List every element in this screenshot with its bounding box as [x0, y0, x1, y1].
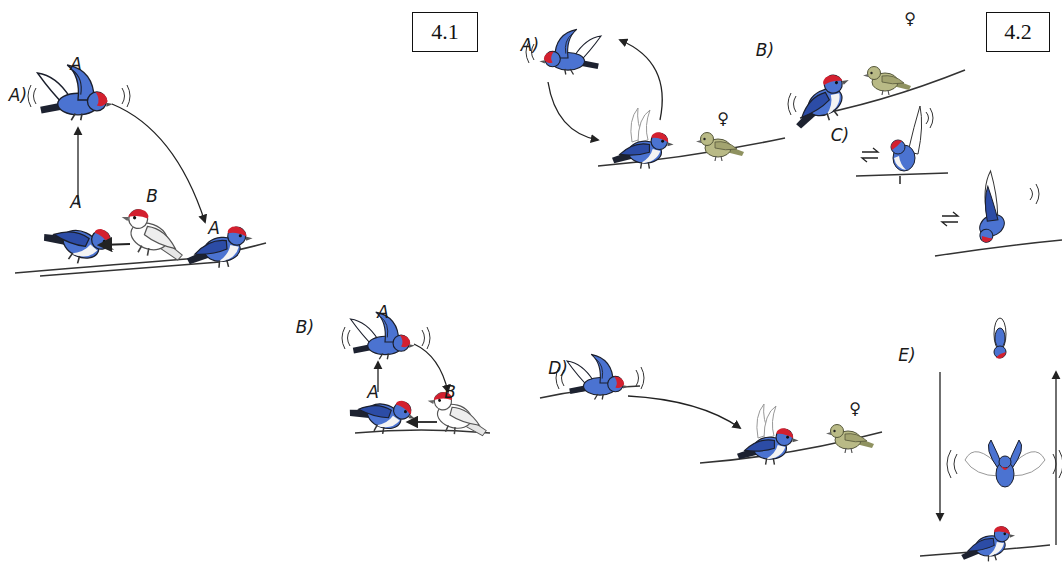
- panel-4-2-e: [920, 318, 1062, 565]
- panel-letter: D): [548, 358, 568, 378]
- panel-letter: B): [756, 40, 774, 60]
- displaying-bird: [954, 171, 1021, 245]
- bird-label: A: [70, 192, 82, 212]
- female-bird: [863, 67, 911, 96]
- figure-number-box: 4.2: [986, 12, 1050, 52]
- figure-number: 4.2: [1004, 19, 1032, 45]
- bird-label: A: [208, 218, 220, 238]
- male-bird: [958, 524, 1018, 565]
- arrow: [548, 82, 598, 140]
- raised-wings: [757, 404, 776, 438]
- panel-4-2-a: [526, 29, 785, 168]
- panel-4-1-a: [15, 65, 266, 276]
- male-bird: [39, 208, 120, 275]
- bird-label: B: [146, 186, 158, 206]
- flying-bird: [567, 354, 629, 399]
- arrow: [620, 40, 662, 120]
- white-bird: [421, 388, 493, 441]
- male-bird: [783, 68, 861, 135]
- female-bird: [826, 425, 874, 454]
- branch: [355, 430, 490, 433]
- panel-letter: C): [831, 125, 850, 145]
- bird-label: A: [70, 54, 82, 74]
- female-bird: [696, 133, 744, 162]
- figure-number-box: 4.1: [412, 12, 478, 52]
- male-bird: [612, 132, 674, 168]
- panel-letter: A): [521, 35, 539, 55]
- arrow: [939, 372, 940, 520]
- branch: [856, 173, 948, 184]
- bird-label: A: [377, 302, 389, 322]
- motion-lines: [1030, 184, 1039, 204]
- panel-4-1-b: [342, 312, 493, 442]
- arrow: [408, 421, 437, 423]
- hovering-bird: [947, 440, 1062, 487]
- motion-lines: [28, 85, 36, 107]
- motion-lines: [342, 327, 350, 349]
- panel-4-2-d: [540, 354, 882, 464]
- swap-arrows: [942, 212, 958, 226]
- figure-number: 4.1: [431, 19, 459, 45]
- male-bird: [737, 428, 799, 464]
- panel-letter: B): [296, 317, 314, 337]
- flying-bird: [539, 29, 601, 74]
- motion-lines: [636, 367, 644, 389]
- female-symbol: ♀: [849, 399, 861, 418]
- bird-label: B: [444, 382, 456, 402]
- motion-lines: [422, 327, 430, 349]
- white-bird: [112, 204, 192, 267]
- displaying-bird: [891, 106, 933, 171]
- arrow: [628, 396, 740, 428]
- male-bird: [346, 385, 420, 443]
- female-symbol: ♀: [717, 109, 729, 128]
- female-symbol: ♀: [904, 9, 916, 28]
- panel-4-2-c: [856, 106, 1062, 256]
- panel-letter: A): [9, 85, 27, 105]
- arrow: [414, 344, 448, 392]
- panel-letter: E): [898, 345, 915, 365]
- raised-wings: [631, 108, 650, 142]
- panel-4-2-b: [783, 67, 965, 135]
- motion-lines: [122, 85, 130, 107]
- swap-arrows: [862, 148, 878, 162]
- motion-lines: [788, 93, 796, 115]
- bird-label: A: [367, 382, 379, 402]
- diving-bird: [994, 318, 1006, 358]
- branch: [935, 240, 1062, 256]
- arrow: [112, 104, 205, 222]
- arrow: [100, 244, 130, 245]
